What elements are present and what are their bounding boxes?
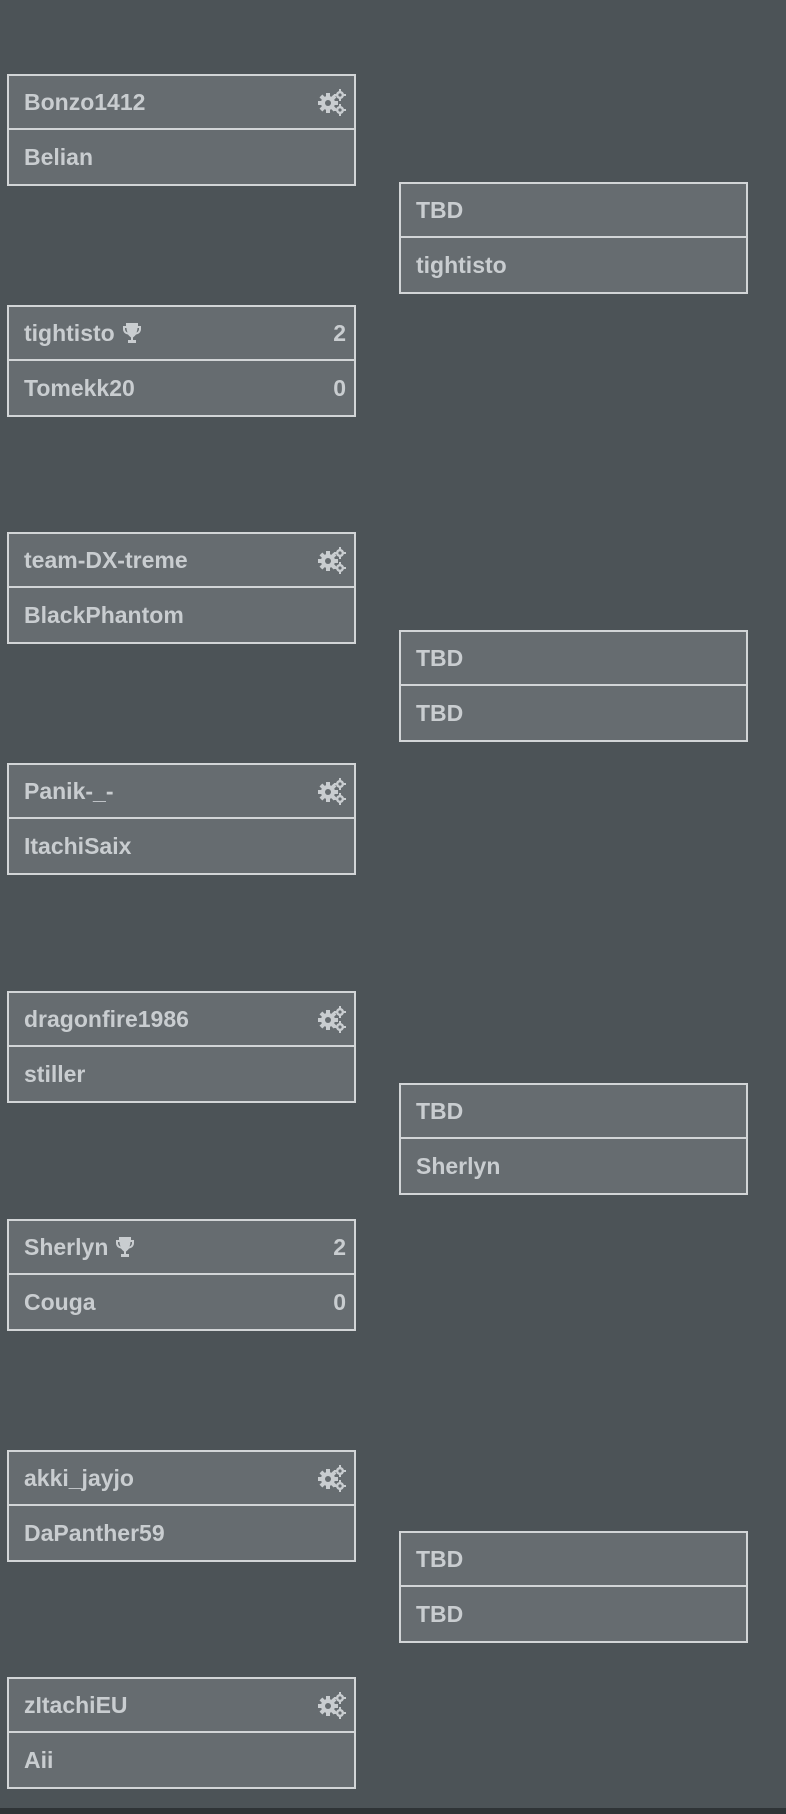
participant-name: ItachiSaix [24, 832, 132, 859]
gears-icon[interactable] [318, 88, 346, 116]
participant-name: BlackPhantom [24, 601, 184, 628]
participant-slot[interactable]: TBD [399, 630, 748, 686]
match-r1-2[interactable]: tightisto 2 Tomekk20 0 [7, 305, 356, 417]
participant-slot[interactable]: ItachiSaix [7, 819, 356, 875]
participant-name: TBD [416, 1545, 464, 1572]
participant-name: TBD [416, 644, 464, 671]
participant-slot[interactable]: Panik-_- [7, 763, 356, 819]
participant-name: zItachiEU [24, 1691, 128, 1718]
match-r2-3[interactable]: TBD Sherlyn [399, 1083, 748, 1195]
match-r1-7[interactable]: akki_jayjo DaPanther59 [7, 1450, 356, 1562]
gears-icon[interactable] [318, 1691, 346, 1719]
participant-slot[interactable]: BlackPhantom [7, 588, 356, 644]
match-r1-6[interactable]: Sherlyn 2 Couga 0 [7, 1219, 356, 1331]
participant-slot[interactable]: Sherlyn [399, 1139, 748, 1195]
match-r1-3[interactable]: team-DX-treme BlackPhantom [7, 532, 356, 644]
gears-icon[interactable] [318, 546, 346, 574]
participant-name: dragonfire1986 [24, 1005, 189, 1032]
participant-slot[interactable]: TBD [399, 1587, 748, 1643]
score: 2 [333, 1233, 346, 1260]
participant-slot[interactable]: Bonzo1412 [7, 74, 356, 130]
participant-name: Couga [24, 1288, 96, 1315]
participant-name: Aii [24, 1746, 54, 1773]
match-r1-4[interactable]: Panik-_- ItachiSaix [7, 763, 356, 875]
participant-slot[interactable]: zItachiEU [7, 1677, 356, 1733]
participant-name: Bonzo1412 [24, 88, 146, 115]
participant-slot[interactable]: Tomekk20 0 [7, 361, 356, 417]
trophy-icon [116, 1237, 135, 1257]
bottom-bar [0, 1808, 786, 1814]
participant-name: DaPanther59 [24, 1519, 165, 1546]
trophy-icon [122, 323, 141, 343]
participant-slot[interactable]: DaPanther59 [7, 1506, 356, 1562]
match-r1-5[interactable]: dragonfire1986 stiller [7, 991, 356, 1103]
participant-slot[interactable]: Aii [7, 1733, 356, 1789]
match-r2-2[interactable]: TBD TBD [399, 630, 748, 742]
participant-slot[interactable]: stiller [7, 1047, 356, 1103]
participant-name: TBD [416, 699, 464, 726]
participant-slot[interactable]: TBD [399, 182, 748, 238]
participant-name: tightisto [416, 251, 507, 278]
participant-slot[interactable]: dragonfire1986 [7, 991, 356, 1047]
participant-name: akki_jayjo [24, 1464, 134, 1491]
participant-name: team-DX-treme [24, 546, 188, 573]
score: 2 [333, 319, 346, 346]
participant-slot[interactable]: TBD [399, 686, 748, 742]
participant-slot[interactable]: TBD [399, 1531, 748, 1587]
gears-icon[interactable] [318, 1464, 346, 1492]
participant-slot[interactable]: Belian [7, 130, 356, 186]
participant-name: TBD [416, 1097, 464, 1124]
participant-slot[interactable]: TBD [399, 1083, 748, 1139]
score: 0 [333, 1288, 346, 1315]
participant-name: TBD [416, 196, 464, 223]
participant-slot[interactable]: Sherlyn 2 [7, 1219, 356, 1275]
participant-name: Sherlyn [416, 1152, 501, 1179]
participant-slot[interactable]: tightisto 2 [7, 305, 356, 361]
participant-slot[interactable]: akki_jayjo [7, 1450, 356, 1506]
participant-slot[interactable]: Couga 0 [7, 1275, 356, 1331]
participant-name: Panik-_- [24, 777, 114, 804]
match-r1-8[interactable]: zItachiEU Aii [7, 1677, 356, 1789]
match-r1-1[interactable]: Bonzo1412 Belian [7, 74, 356, 186]
score: 0 [333, 374, 346, 401]
match-r2-4[interactable]: TBD TBD [399, 1531, 748, 1643]
participant-slot[interactable]: tightisto [399, 238, 748, 294]
participant-name: tightisto [24, 319, 115, 346]
participant-name: TBD [416, 1600, 464, 1627]
gears-icon[interactable] [318, 777, 346, 805]
match-r2-1[interactable]: TBD tightisto [399, 182, 748, 294]
participant-name: Sherlyn [24, 1233, 109, 1260]
participant-name: stiller [24, 1060, 86, 1087]
participant-slot[interactable]: team-DX-treme [7, 532, 356, 588]
gears-icon[interactable] [318, 1005, 346, 1033]
participant-name: Belian [24, 143, 94, 170]
participant-name: Tomekk20 [24, 374, 135, 401]
